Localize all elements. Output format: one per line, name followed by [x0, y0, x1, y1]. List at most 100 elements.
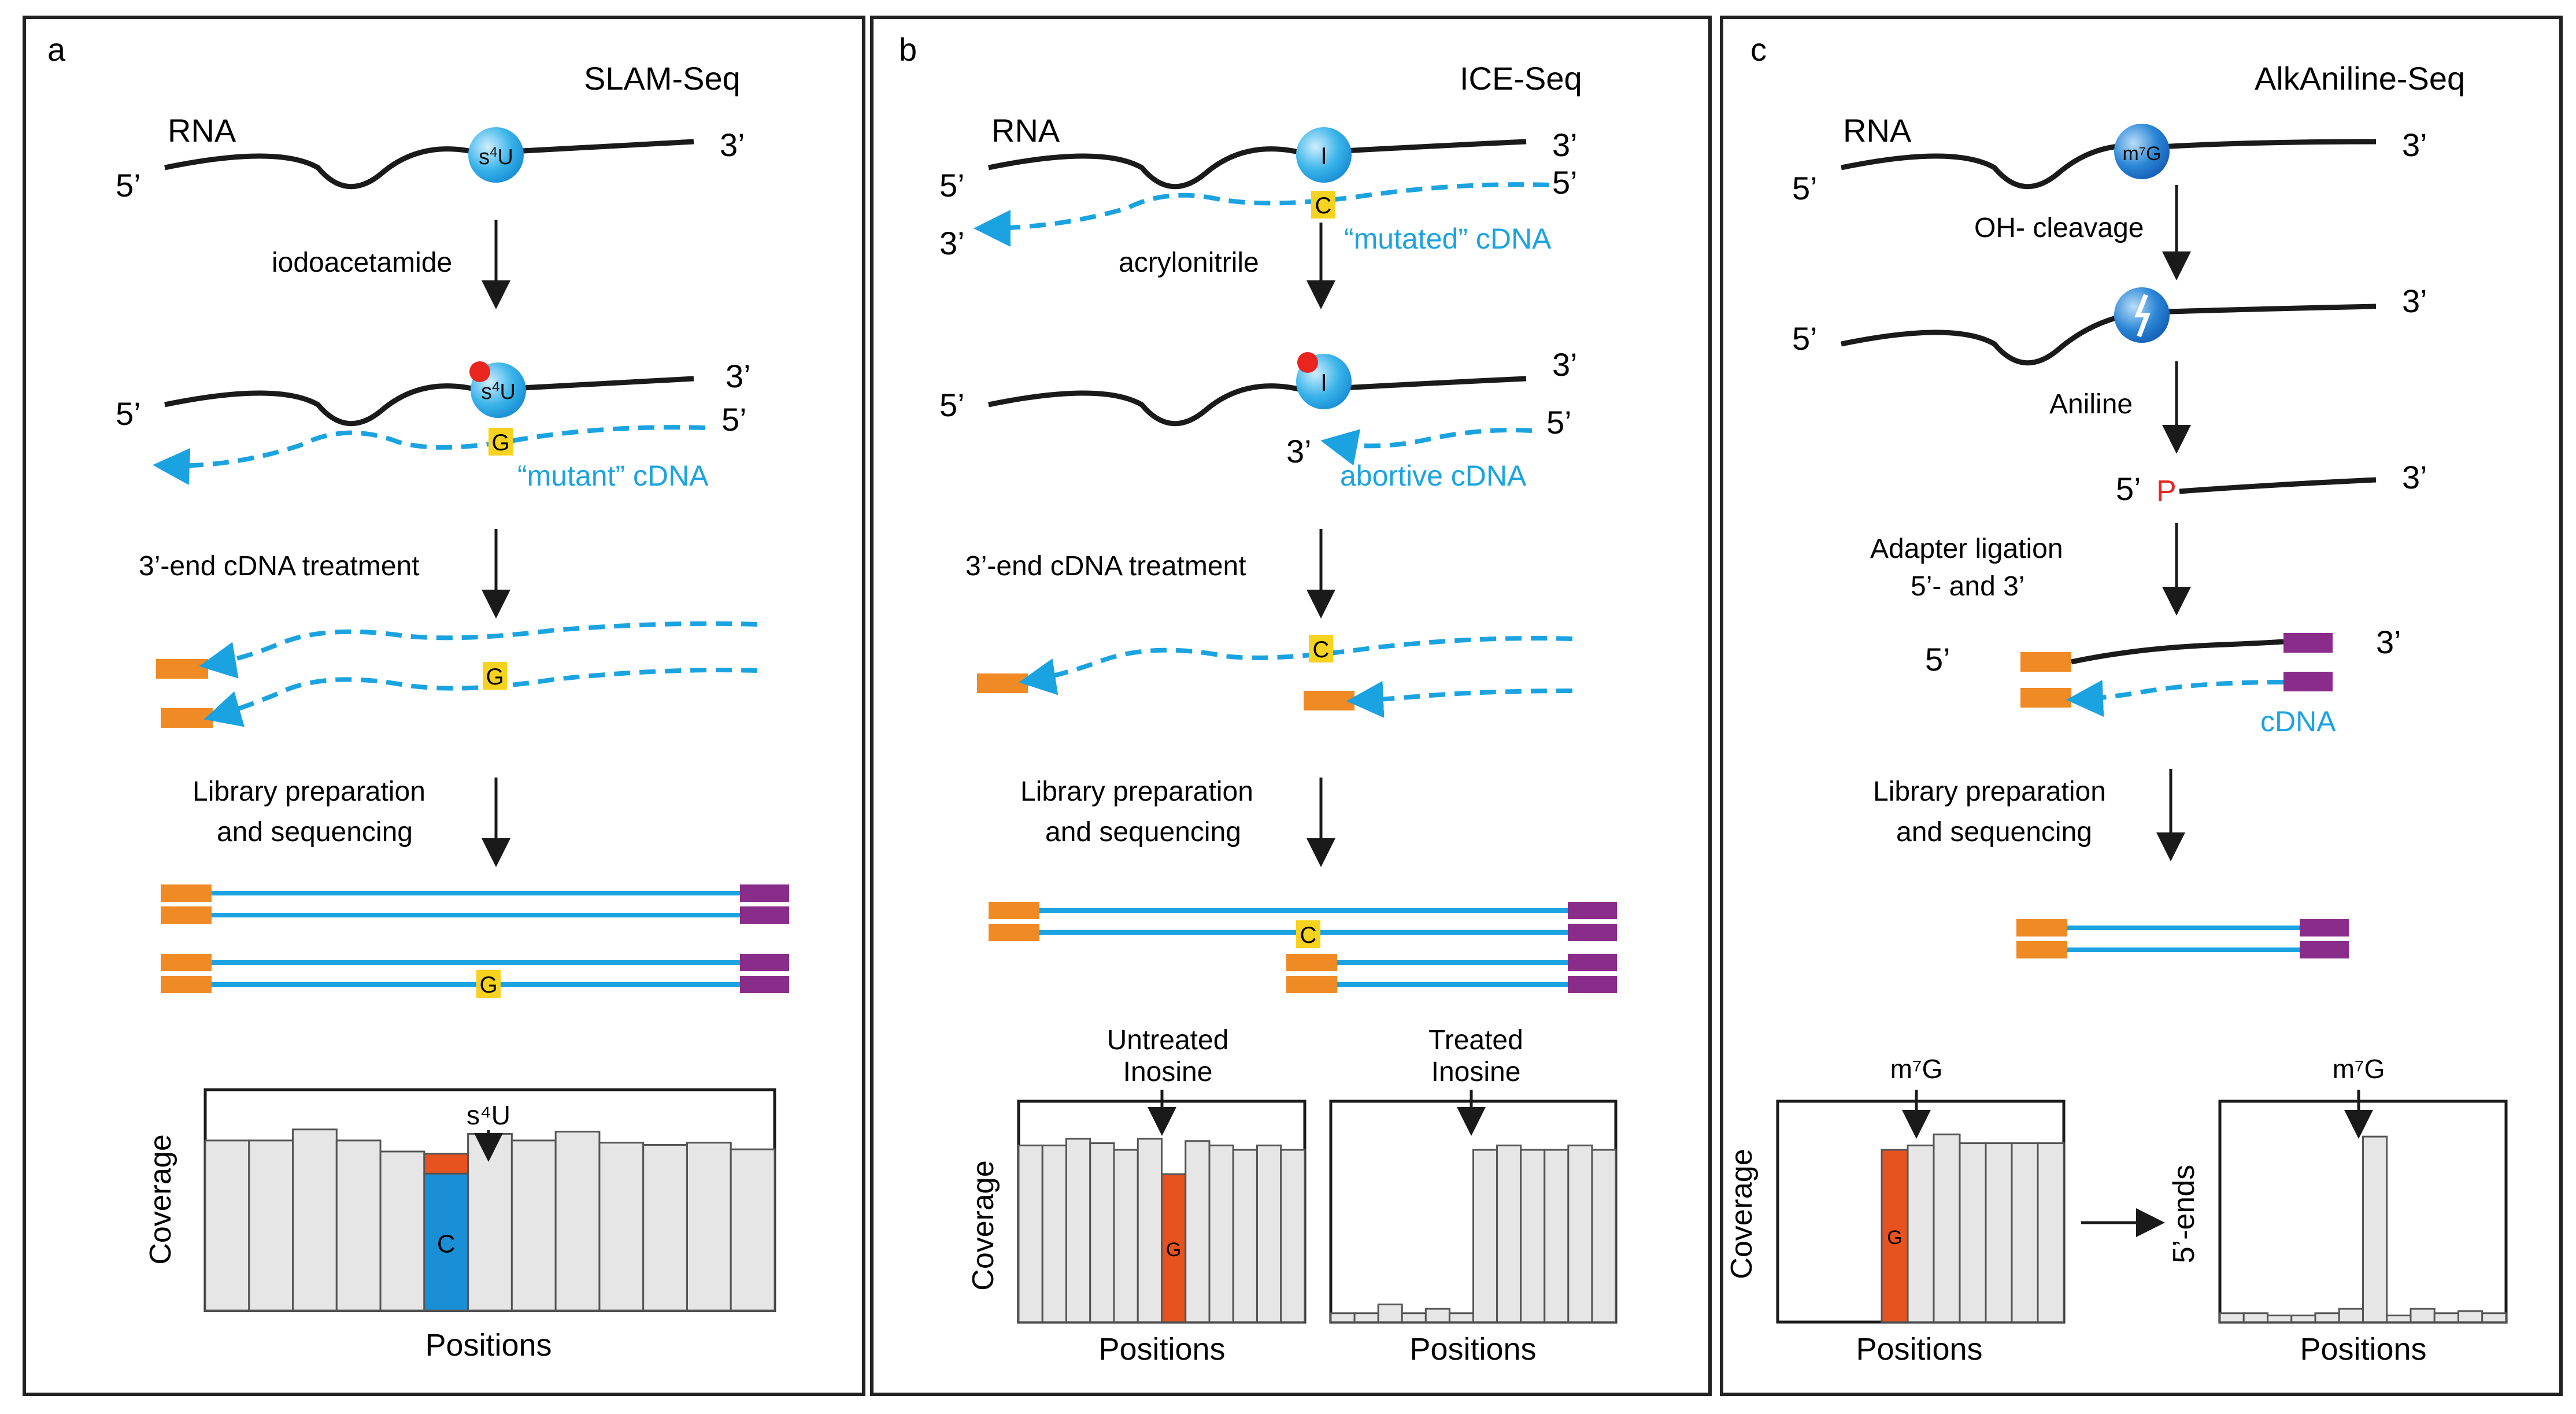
chart-bar [598, 1142, 645, 1312]
mutated-cdna-label: “mutated” cDNA [1344, 223, 1552, 255]
m7g-nucleotide [2114, 124, 2170, 179]
chart-bar [2410, 1308, 2436, 1323]
treated-label: Inosine [1431, 1057, 1521, 1087]
ends-chart-c: m⁷G 5’-ends Positions [2167, 1054, 2508, 1367]
chart-bar [1185, 1140, 1211, 1323]
five-prime-label: 5’ [1552, 164, 1578, 201]
x-axis-label: Positions [1409, 1332, 1536, 1367]
rna-label: RNA [168, 112, 236, 149]
chart-bar [1985, 1142, 2013, 1323]
panel-b-title: ICE-Seq [1460, 60, 1582, 97]
mutant-cdna [153, 425, 706, 485]
five-prime-label: 5’ [1792, 320, 1818, 357]
library-prep-label: Library preparation [1020, 776, 1253, 807]
five-prime-label: 5’ [1546, 404, 1572, 441]
three-prime-label: 3’ [2402, 127, 2427, 163]
c-base-label: C [1315, 193, 1332, 219]
chart-bar [1544, 1149, 1570, 1323]
abortive-cdna [1320, 428, 1533, 466]
chart-bar [2242, 1312, 2268, 1323]
rna-strand-cleaved [1841, 303, 2377, 366]
five-prime-label: 5’ [1925, 641, 1950, 678]
panel-a: a SLAM-Seq RNA 5’ 3’ s4U iodoacetamide 5… [23, 16, 865, 1396]
panel-b: b ICE-Seq RNA 5’ 3’ 5’ 3’ I C “mutated” … [870, 16, 1712, 1396]
untreated-label: Untreated [1107, 1025, 1229, 1056]
x-axis-label: Positions [425, 1328, 552, 1363]
adapter-ligation-label: 5’- and 3’ [1911, 571, 2024, 602]
cdna-fragment [203, 668, 758, 727]
adapter-orange [161, 708, 213, 728]
peak-annotation-label: s⁴U [467, 1100, 510, 1130]
cdna-fragment [199, 621, 758, 679]
chart-bar [554, 1131, 601, 1312]
coverage-chart-b-treated: Treated Inosine Positions [1329, 1025, 1618, 1367]
five-prime-label: 5’ [116, 395, 141, 432]
c-base-label: C [1300, 923, 1317, 948]
panel-c-letter: c [1750, 31, 1767, 68]
panel-c-frame [1720, 16, 2563, 1396]
chart-bar-highlight [1161, 1173, 1187, 1323]
chart-bar [1448, 1312, 1475, 1323]
iodoacetamide-adduct-dot [469, 361, 490, 382]
chart-bar [2037, 1142, 2065, 1323]
m7g-annotation-label: m⁷G [1890, 1054, 1943, 1084]
cdna-strand [2066, 680, 2284, 717]
chart-bar [1424, 1308, 1450, 1323]
chart-bar [1017, 1144, 1043, 1323]
chart-bar [1496, 1144, 1522, 1323]
chart-bar [2433, 1312, 2459, 1323]
chart-bar-highlight-top [423, 1153, 469, 1175]
cdna-label: cDNA [2260, 705, 2336, 738]
panel-b-letter: b [899, 31, 917, 68]
three-prime-label: 3’ [1552, 346, 1578, 383]
treated-label: Treated [1428, 1025, 1523, 1056]
chart-bars: G [1017, 1138, 1306, 1323]
rna-strand [988, 139, 1527, 190]
mutant-cdna-label: “mutant” cDNA [517, 460, 709, 492]
chart-bar [292, 1128, 338, 1312]
chart-bar [1520, 1149, 1546, 1323]
aniline-label: Aniline [2049, 389, 2133, 420]
c-base-box [1296, 920, 1320, 948]
chart-bar-highlight [423, 1172, 469, 1312]
y-axis-label: Coverage [144, 1134, 177, 1264]
c-base-box [1311, 191, 1335, 219]
chart-bar [2338, 1308, 2364, 1323]
g-base-box [476, 970, 501, 998]
chart-bar [642, 1144, 688, 1312]
m7g-annotation-label: m⁷G [2333, 1054, 2385, 1084]
chart-bar [2290, 1315, 2316, 1323]
sequencing-label: and sequencing [1045, 817, 1241, 847]
c-base-box [1309, 635, 1333, 662]
m7g-label: m⁷G [2122, 143, 2161, 165]
chart-bar [1959, 1142, 1987, 1323]
adapter-ligation-label: Adapter ligation [1870, 534, 2063, 564]
y-axis-label: Coverage [1725, 1149, 1759, 1279]
x-axis-label: Positions [1856, 1332, 1982, 1367]
coverage-chart-b-untreated: Untreated Inosine G Coverage Positions [967, 1025, 1306, 1367]
panel-a-frame [23, 16, 865, 1396]
adapter-purple [2283, 633, 2333, 653]
chart-bar [2011, 1142, 2039, 1323]
cdna-treatment-label: 3’-end cDNA treatment [965, 551, 1246, 582]
five-prime-label: 5’ [939, 387, 965, 423]
panel-a-letter: a [47, 31, 66, 68]
chart-bar [1472, 1149, 1498, 1323]
three-prime-label: 3’ [2402, 459, 2427, 495]
three-prime-label: 3’ [2376, 624, 2401, 660]
g-base-label: G [486, 664, 504, 690]
chart-bar [204, 1139, 250, 1312]
cdna-fragment [1346, 680, 1573, 718]
g-base-box [488, 428, 513, 456]
chart-bar [686, 1142, 732, 1312]
chart-bar [1353, 1312, 1379, 1323]
chart-bar-highlight [2362, 1135, 2388, 1323]
chart-bar [1907, 1144, 1935, 1323]
adapter-orange [156, 659, 208, 679]
phosphate-label: P [2156, 475, 2177, 508]
chart-bar [1591, 1149, 1617, 1323]
chart-bar [1208, 1144, 1234, 1323]
chart-bar-label: C [437, 1230, 456, 1258]
x-axis-label: Positions [2300, 1332, 2426, 1367]
rna-fragment [2179, 477, 2377, 494]
